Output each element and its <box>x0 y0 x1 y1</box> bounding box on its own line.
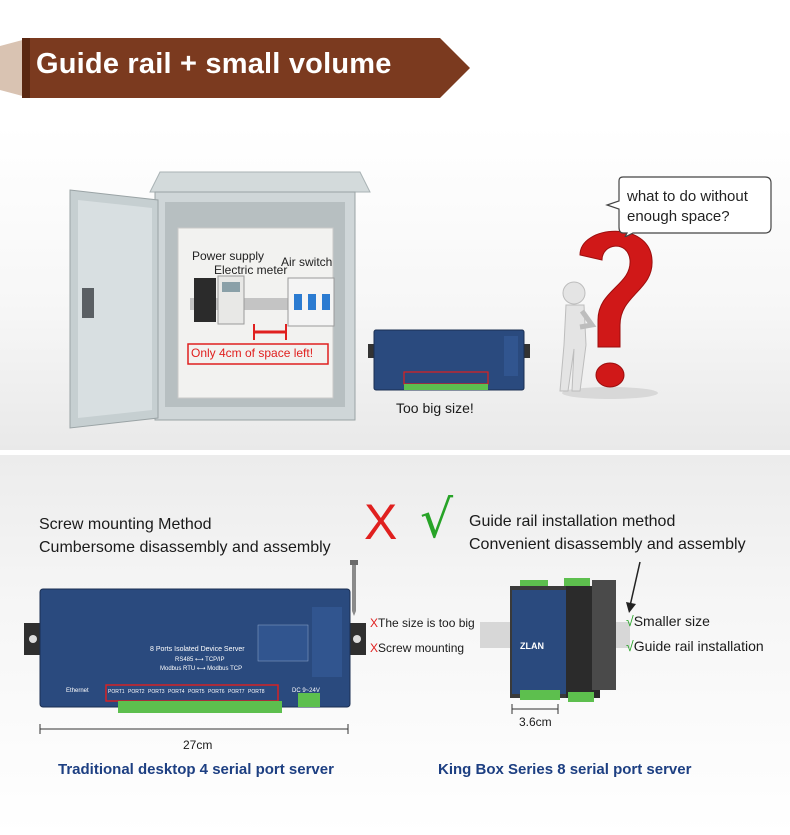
din-rail-device-image <box>480 578 630 702</box>
dimension-line-right <box>511 704 559 714</box>
space-warning-label: Only 4cm of space left! <box>191 346 314 360</box>
green-check-icon: √ <box>626 638 634 654</box>
bubble-line-1: what to do without <box>627 188 748 205</box>
left-heading-line-1: Screw mounting Method <box>39 516 212 533</box>
right-point-1: √Smaller size <box>626 613 710 629</box>
port-label: PORT1 <box>108 689 125 695</box>
large-device-image <box>368 329 530 391</box>
device-dc-label: DC 9~24V <box>292 688 320 694</box>
right-dimension-label: 3.6cm <box>519 715 552 729</box>
air-switch-label: Air switch <box>281 255 333 269</box>
left-heading-line-2: Cumbersome disassembly and assembly <box>39 539 331 556</box>
right-point-2: √Guide rail installation <box>626 638 764 654</box>
red-cross-mark: X <box>364 494 398 550</box>
left-product-caption: Traditional desktop 4 serial port server <box>58 761 334 778</box>
port-label: PORT2 <box>128 689 145 695</box>
port-label: PORT8 <box>248 689 265 695</box>
port-label: PORT6 <box>208 689 225 695</box>
red-x-icon: X <box>370 616 379 630</box>
bubble-line-2: enough space? <box>627 208 730 225</box>
speech-bubble <box>605 176 772 237</box>
device-port-labels: PORT1 PORT2 PORT3 PORT4 PORT5 PORT6 PORT… <box>108 689 278 695</box>
port-label: PORT5 <box>188 689 205 695</box>
device-ethernet-label: Ethernet <box>66 688 89 694</box>
banner-title: Guide rail + small volume <box>36 48 392 80</box>
right-product-caption: King Box Series 8 serial port server <box>438 761 692 778</box>
device-title: 8 Ports Isolated Device Server <box>150 646 245 653</box>
left-point-1: XThe size is too big <box>370 616 475 630</box>
arrow-icon <box>626 561 641 613</box>
title-banner <box>0 38 470 98</box>
green-check-mark: √ <box>420 490 454 550</box>
green-check-icon: √ <box>626 613 634 629</box>
thinking-figure-question-mark <box>559 230 658 399</box>
right-heading-line-1: Guide rail installation method <box>469 513 676 530</box>
port-label: PORT3 <box>148 689 165 695</box>
electric-meter-label: Electric meter <box>214 263 288 277</box>
traditional-device-image <box>24 588 366 713</box>
small-device-brand: ZLAN <box>520 641 544 651</box>
electrical-cabinet-illustration <box>69 171 371 429</box>
port-label: PORT7 <box>228 689 245 695</box>
dimension-line-left <box>39 724 349 734</box>
screw-icon <box>350 560 358 616</box>
left-point-2: XScrew mounting <box>370 641 465 655</box>
port-label: PORT4 <box>168 689 185 695</box>
device-line-1: RS485 ⟷ TCP/IP <box>175 657 225 663</box>
right-heading-line-2: Convenient disassembly and assembly <box>469 536 746 553</box>
red-x-icon: X <box>370 641 379 655</box>
device-line-2: Modbus RTU ⟷ Modbus TCP <box>160 666 243 672</box>
too-big-caption: Too big size! <box>396 400 474 416</box>
power-supply-label: Power supply <box>192 249 265 263</box>
left-dimension-label: 27cm <box>183 738 213 752</box>
